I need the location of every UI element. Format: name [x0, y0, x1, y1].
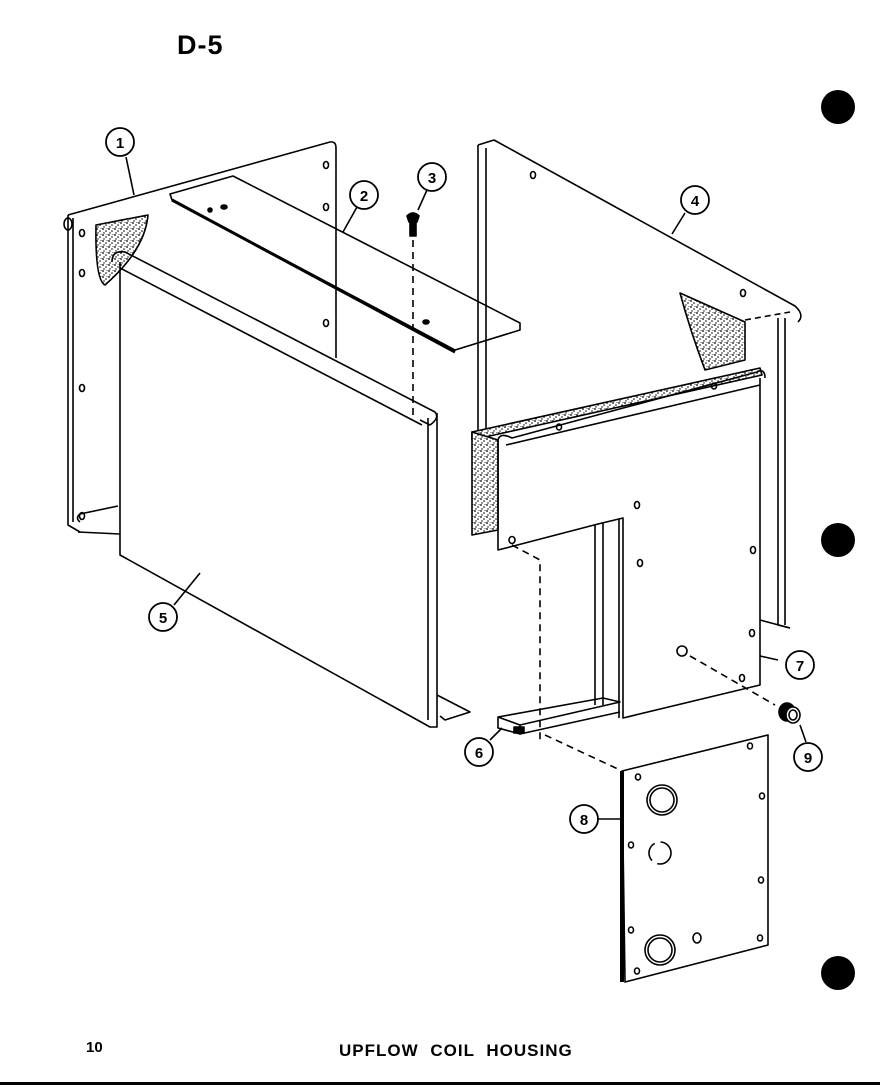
part-3-screw [406, 212, 420, 420]
callout-2: 2 [349, 180, 379, 210]
part-9-grommet [778, 702, 801, 724]
bottom-rule [0, 1082, 880, 1085]
part-1-left-side-panel [63, 141, 337, 535]
callout-6: 6 [464, 737, 494, 767]
callout-4: 4 [680, 185, 710, 215]
svg-text:6: 6 [475, 745, 483, 762]
svg-text:4: 4 [691, 193, 700, 210]
svg-text:2: 2 [360, 188, 368, 205]
punch-hole-middle [821, 523, 855, 557]
page-number: 10 [86, 1039, 103, 1056]
part-5-front-panel [111, 250, 471, 728]
punch-hole-top [821, 90, 855, 124]
svg-text:8: 8 [580, 812, 588, 829]
callout-9: 9 [793, 742, 823, 772]
punch-hole-bottom [821, 956, 855, 990]
diagram-caption: UPFLOW COIL HOUSING [339, 1041, 573, 1060]
part-2-top-cover-plate [169, 175, 521, 354]
part-6-bottom-rail [497, 697, 621, 771]
callout-1: 1 [105, 127, 135, 157]
svg-text:9: 9 [804, 750, 812, 767]
leader-lines [125, 156, 807, 820]
punch-holes [821, 90, 855, 990]
section-code: D-5 [177, 30, 224, 60]
svg-text:1: 1 [116, 135, 124, 152]
svg-text:7: 7 [796, 658, 804, 675]
part-7-front-right-panel [471, 367, 776, 740]
callout-8: 8 [569, 804, 599, 834]
part-4-right-side-panel [477, 139, 802, 629]
callout-3: 3 [417, 162, 447, 192]
callout-5: 5 [148, 602, 178, 632]
part-8-access-plate [620, 734, 769, 983]
callout-7: 7 [785, 650, 815, 680]
svg-text:3: 3 [428, 170, 436, 187]
svg-text:5: 5 [159, 610, 167, 627]
